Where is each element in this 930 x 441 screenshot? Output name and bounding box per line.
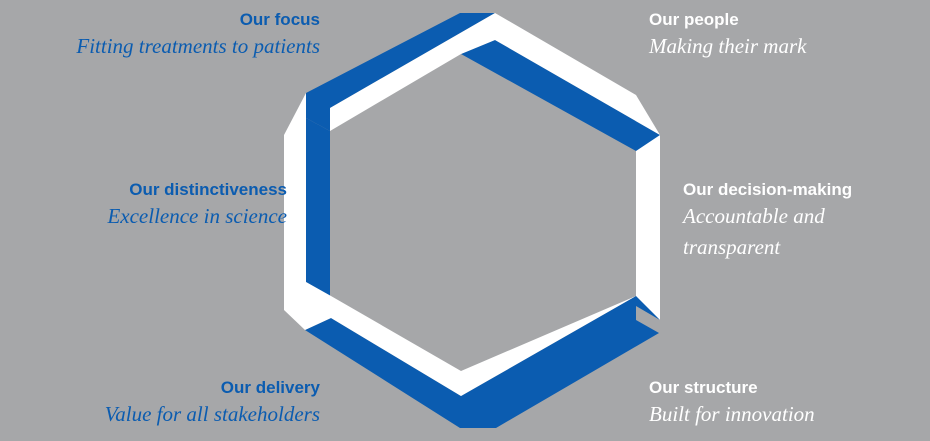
focus-title: Our focus — [239, 10, 320, 29]
distinctiveness-title: Our distinctiveness — [129, 180, 287, 199]
ribbon-band-right-white — [636, 135, 660, 320]
ribbon-band-right — [461, 40, 660, 320]
structure-title: Our structure — [649, 378, 758, 397]
delivery-subtitle: Value for all stakeholders — [104, 402, 320, 426]
ribbon-band-left — [306, 118, 330, 296]
people-subtitle: Making their mark — [649, 34, 807, 58]
ribbon-band-left-white — [284, 93, 331, 330]
structure-subtitle: Built for innovation — [649, 402, 815, 426]
distinctiveness-subtitle: Excellence in science — [107, 204, 287, 228]
label-our-delivery: Our delivery Value for all stakeholders — [105, 377, 320, 430]
ribbon-band-bottom — [305, 296, 659, 428]
ribbon-band-top-left — [306, 13, 495, 131]
focus-subtitle: Fitting treatments to patients — [76, 34, 320, 58]
ribbon-band-top-white — [330, 13, 660, 135]
label-our-structure: Our structure Built for innovation — [649, 377, 815, 430]
decision-title: Our decision-making — [683, 180, 853, 199]
delivery-title: Our delivery — [220, 378, 320, 397]
label-our-distinctiveness: Our distinctiveness Excellence in scienc… — [107, 179, 287, 232]
people-title: Our people — [649, 10, 739, 29]
label-our-decision-making: Our decision-making Accountable and tran… — [683, 179, 883, 263]
label-our-people: Our people Making their mark — [649, 9, 806, 62]
label-our-focus: Our focus Fitting treatments to patients — [76, 9, 320, 62]
decision-subtitle: Accountable and transparent — [683, 204, 825, 259]
ribbon-band-bottom-white — [331, 296, 636, 396]
